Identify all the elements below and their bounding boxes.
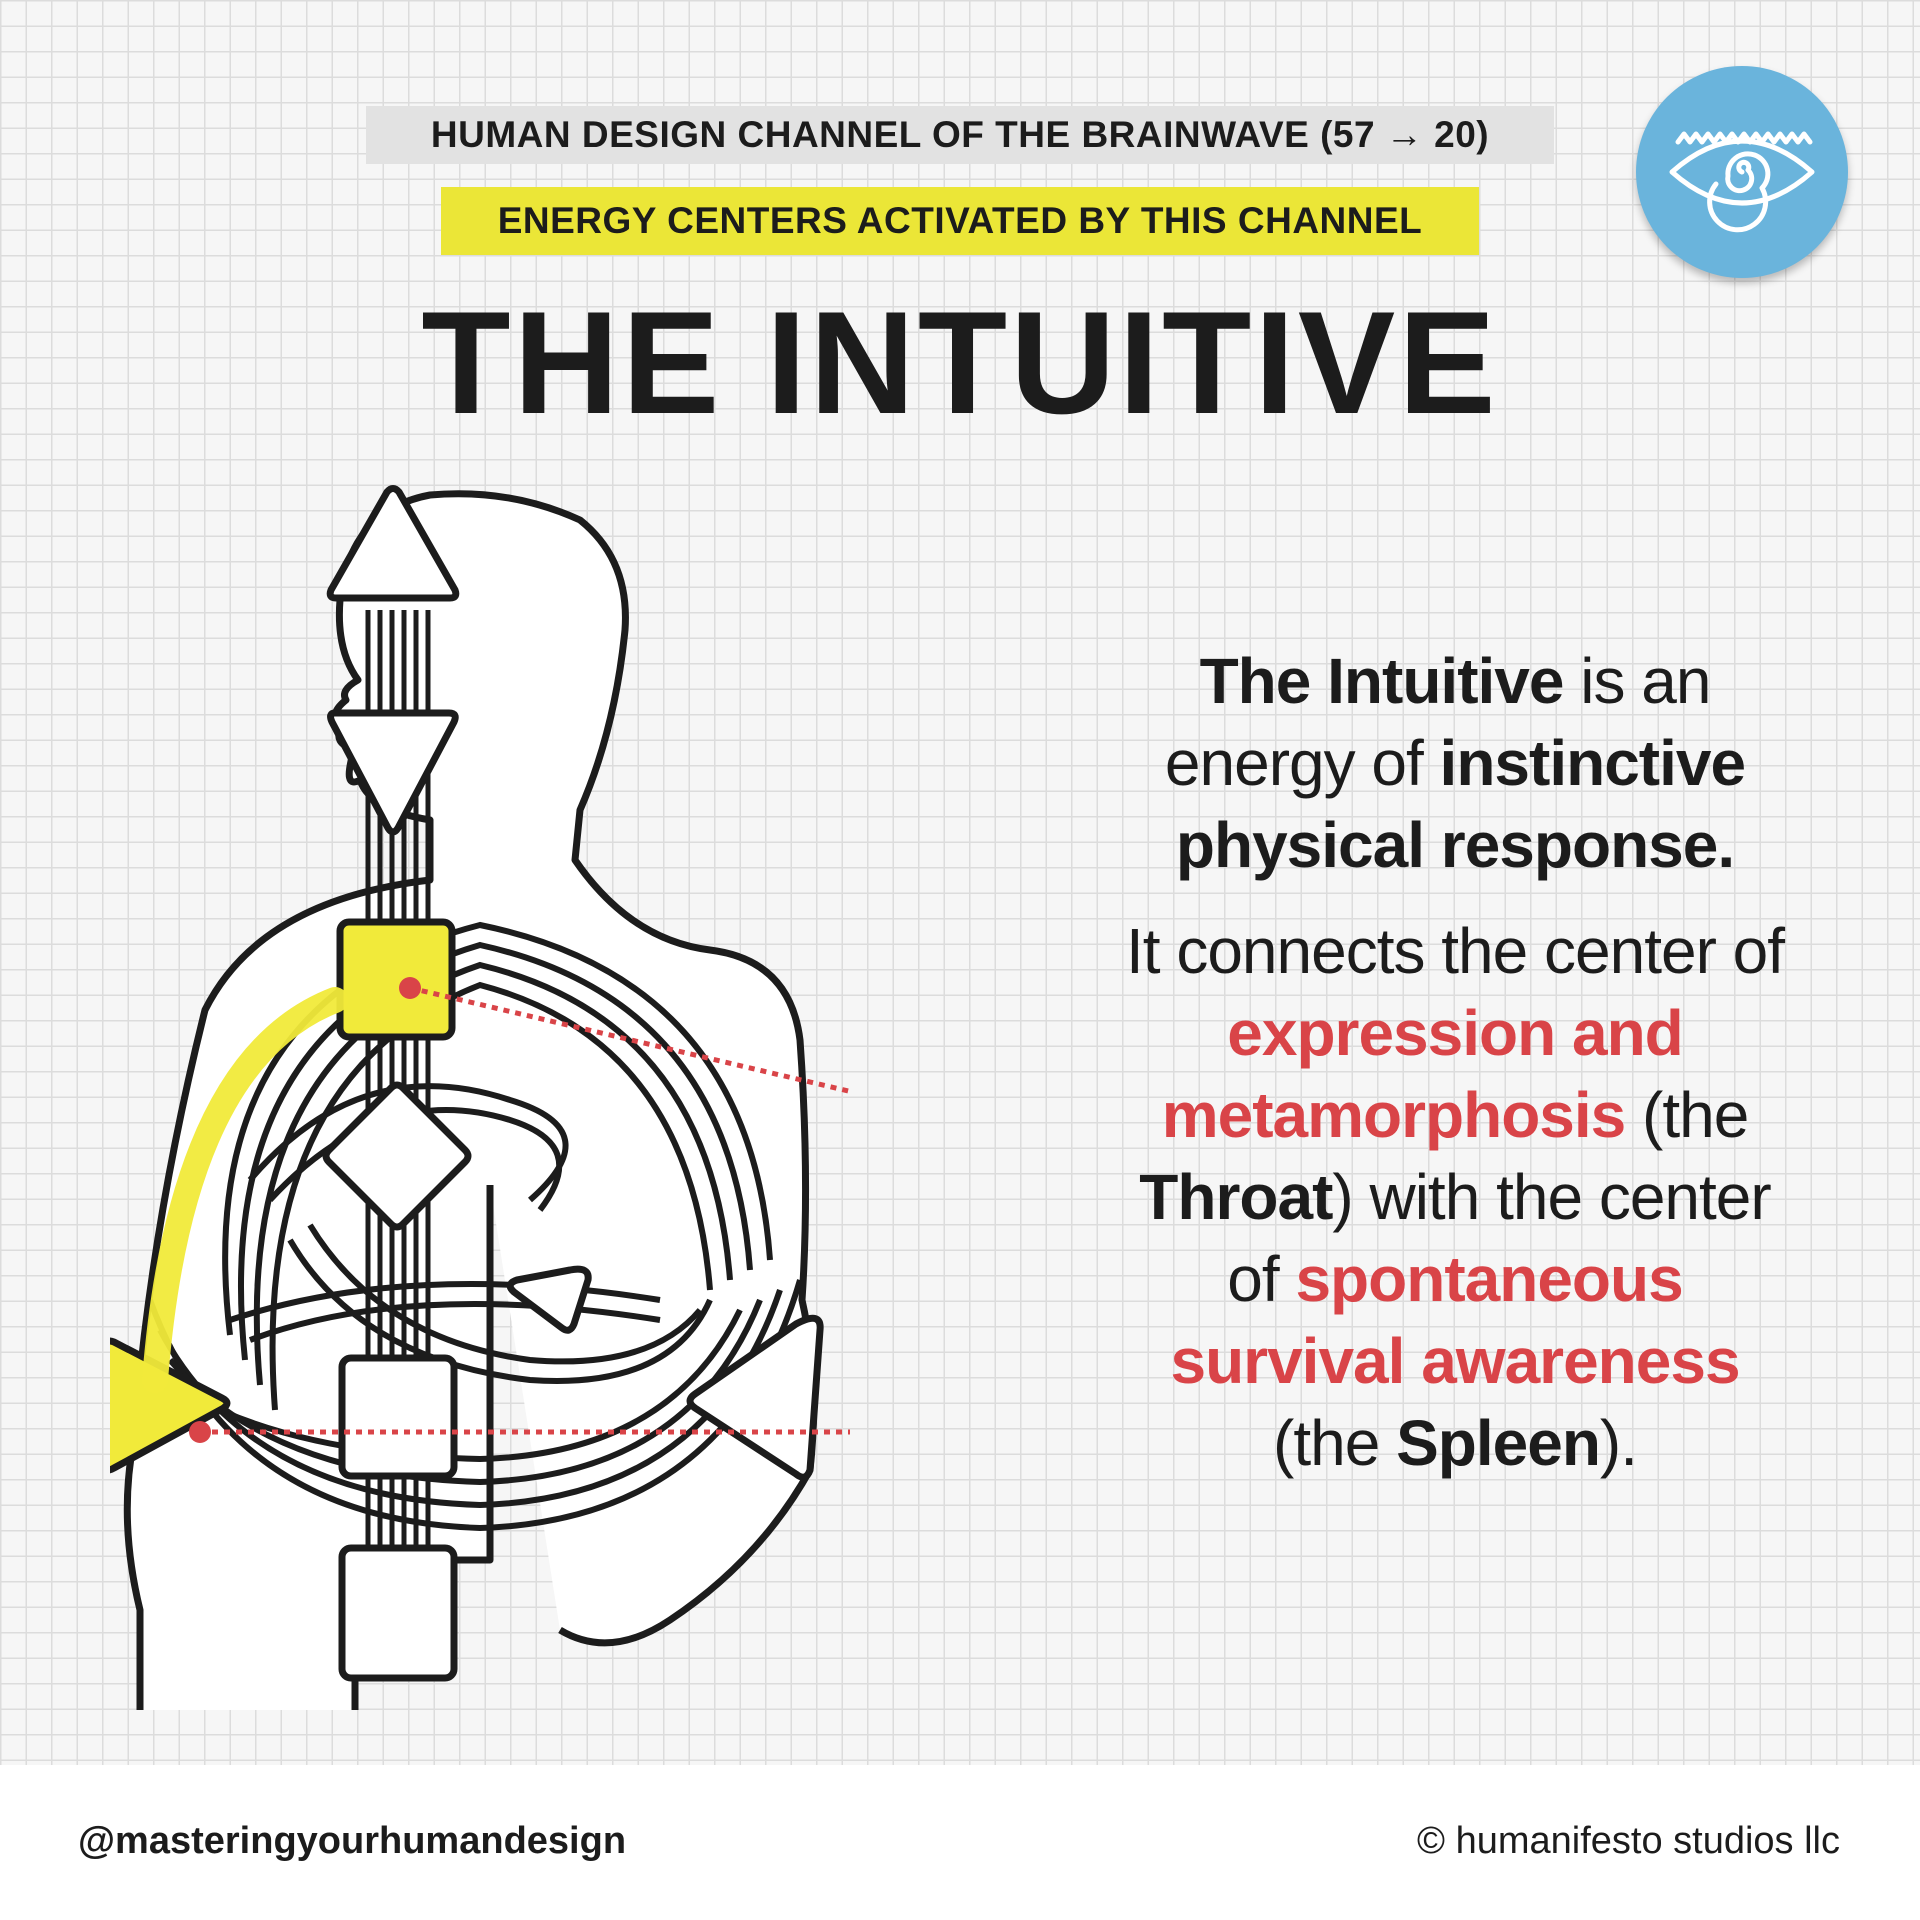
ego-center [506, 1265, 592, 1334]
description-intro: The Intuitive is an energy of instinctiv… [1164, 645, 1746, 881]
body-silhouette [123, 490, 818, 1710]
description-connection: It connects the center of expression and… [1125, 915, 1785, 1479]
throat-center [336, 918, 456, 1041]
footer-band [0, 1765, 1920, 1920]
copyright-notice: © humanifesto studios llc [1417, 1820, 1840, 1862]
g-center [322, 1081, 472, 1231]
channel-57-20 [142, 987, 348, 1393]
term-throat: Throat [1139, 1161, 1333, 1233]
bodygraph-diagram [110, 485, 850, 1710]
eye-spiral-icon [1669, 131, 1815, 233]
social-handle: @masteringyourhumandesign [78, 1820, 627, 1862]
description: The Intuitive is an energy of instinctiv… [1110, 640, 1800, 1484]
head-center [326, 485, 460, 602]
logo-badge [1636, 66, 1848, 278]
term-expression-metamorphosis: expression and metamorphosis [1161, 997, 1684, 1151]
series-banner: HUMAN DESIGN CHANNEL OF THE BRAINWAVE (5… [366, 106, 1554, 164]
term-spleen: Spleen [1396, 1407, 1601, 1479]
solar-plexus-center [686, 1314, 824, 1481]
sacral-center [338, 1354, 458, 1480]
spleen-center [110, 1337, 231, 1474]
subtitle-banner: ENERGY CENTERS ACTIVATED BY THIS CHANNEL [441, 187, 1479, 255]
term-the-intuitive: The Intuitive [1199, 645, 1565, 717]
ajna-center [327, 709, 459, 836]
term-survival-awareness: spontaneous survival awareness [1170, 1243, 1740, 1397]
term-instinctive-response: instinctive physical response. [1175, 727, 1746, 881]
throat-leader-line [409, 985, 850, 1095]
page-title: THE INTUITIVE [421, 281, 1499, 444]
root-center [338, 1544, 458, 1682]
